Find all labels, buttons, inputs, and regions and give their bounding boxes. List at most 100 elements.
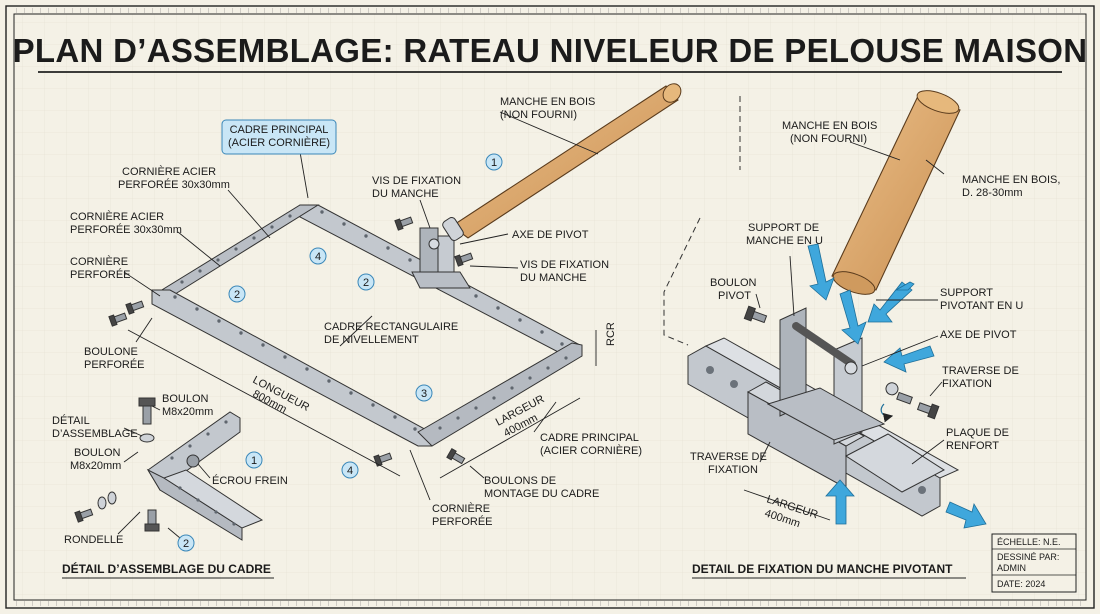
callout-2-left: 2 — [234, 289, 240, 301]
manche-bois-line-2: (NON FOURNI) — [500, 109, 577, 121]
drawing-title: PLAN D’ASSEMBLAGE: RATEAU NIVELEUR DE PE… — [13, 32, 1088, 69]
bracket-base — [411, 271, 471, 289]
frame-joint-detail — [74, 397, 264, 541]
vis-fixation-mid-line-2: DU MANCHE — [520, 272, 587, 284]
frame-bolts — [108, 216, 474, 467]
corniere-2-line-2: PERFORÉE 30x30mm — [70, 223, 182, 236]
title-block-dessine-par: DESSINÉ PAR: — [997, 552, 1059, 562]
u-support-base — [766, 387, 886, 441]
callout-1-detail: 1 — [251, 455, 257, 467]
detail-assemblage-line-1: DÉTAIL — [52, 414, 90, 427]
cadre-principal-callout-line-1: CADRE PRINCIPAL — [230, 124, 329, 136]
corniere-perforee-left-line-1: CORNIÈRE — [70, 255, 128, 268]
manche-bois-diam-line-1: MANCHE EN BOIS, — [962, 174, 1060, 186]
title-block: ÉCHELLE: N.E. DESSINÉ PAR: ADMIN DATE: 2… — [991, 533, 1077, 593]
detail-largeur-dimension — [743, 489, 831, 521]
axe-pivot-main: AXE DE PIVOT — [512, 229, 589, 241]
boulons-montage-line-2: MONTAGE DU CADRE — [484, 488, 599, 500]
main-labels: MANCHE EN BOIS (NON FOURNI) CORNIÈRE ACI… — [70, 96, 642, 528]
handle-clamp — [442, 216, 464, 242]
detail-boundary-left — [663, 217, 701, 346]
longueur-dimension — [127, 329, 401, 477]
manche-bois-diam-line-2: D. 28-30mm — [962, 187, 1023, 199]
boulon-1-line-2: M8x20mm — [162, 406, 213, 418]
cadre-principal-right-line-1: CADRE PRINCIPAL — [540, 432, 639, 444]
rotation-arrow — [880, 403, 894, 423]
traverse-right-line-1: TRAVERSE DE — [942, 365, 1019, 377]
cadre-principal-callout — [221, 119, 337, 155]
cadre-principal-right-line-2: (ACIER CORNIÈRE) — [540, 444, 642, 457]
vis-fixation-top-line-2: DU MANCHE — [372, 188, 439, 200]
callout-3: 3 — [421, 388, 427, 400]
outer-border — [5, 5, 1095, 609]
corniere-1-line-1: CORNIÈRE ACIER — [122, 165, 216, 178]
rondelle: RONDELLE — [64, 534, 123, 546]
ruler-bottom — [14, 601, 1086, 606]
title-block-date: DATE: 2024 — [997, 579, 1045, 589]
pivot-pin — [428, 238, 440, 250]
detail-assemblage-line-2: D’ASSEMBLAGE — [52, 428, 138, 440]
manche-bois-detail-line-2: (NON FOURNI) — [790, 133, 867, 145]
pivot-detail — [687, 90, 961, 517]
reinforcement-plate — [845, 433, 945, 493]
handle-end — [662, 83, 682, 103]
support-pivotant-line-2: PIVOTANT EN U — [940, 300, 1023, 312]
detail-manche-caption: DETAIL DE FIXATION DU MANCHE PIVOTANT — [692, 562, 953, 576]
manche-bois-detail-line-1: MANCHE EN BOIS — [782, 120, 877, 132]
callout-4-top: 4 — [315, 251, 321, 263]
detail-left-labels: BOULON M8x20mm DÉTAIL D’ASSEMBLAGE BOULO… — [52, 393, 288, 579]
boulon-pivot-line-1: BOULON — [710, 277, 757, 289]
u-bracket-left — [419, 227, 439, 277]
title-block-echelle: ÉCHELLE: N.E. — [997, 537, 1061, 547]
support-pivotant-line-1: SUPPORT — [940, 287, 993, 299]
title-block-auteur: ADMIN — [997, 563, 1026, 573]
callout-2-detail: 2 — [183, 538, 189, 550]
callout-1: 1 — [491, 157, 497, 169]
boulon-2-line-2: M8x20mm — [70, 460, 121, 472]
vis-fixation-mid-line-1: VIS DE FIXATION — [520, 259, 609, 271]
boulon-pivot-line-2: PIVOT — [718, 290, 751, 302]
traverse-left-line-1: TRAVERSE DE — [690, 451, 767, 463]
corniere-1-line-2: PERFORÉE 30x30mm — [118, 178, 230, 191]
manche-bois-line-1: MANCHE EN BOIS — [500, 96, 595, 108]
corniere-2-line-1: CORNIÈRE ACIER — [70, 210, 164, 223]
corniere-perforee-left-line-2: PERFORÉE — [70, 268, 131, 281]
cadre-rect-line-2: DE NIVELLEMENT — [324, 334, 419, 346]
inner-border — [13, 13, 1087, 601]
detail-handle-base — [832, 271, 876, 295]
boulon-2-line-1: BOULON — [74, 447, 121, 459]
support-u-line-2: MANCHE EN U — [746, 235, 823, 247]
traverse-right-line-2: FIXATION — [942, 378, 992, 390]
rcr-label: RCR — [605, 322, 617, 346]
boulone-perforee-line-2: PERFORÉE — [84, 358, 145, 371]
traverse-left-line-2: FIXATION — [708, 464, 758, 476]
detail-handle-end — [916, 90, 960, 114]
plaque-renfort-line-2: RENFORT — [946, 440, 999, 452]
plaque-renfort-line-1: PLAQUE DE — [946, 427, 1009, 439]
corniere-perforee-bottom-line-1: CORNIÈRE — [432, 502, 490, 515]
vis-fixation-top-line-1: VIS DE FIXATION — [372, 175, 461, 187]
detail-right-leaders — [755, 141, 945, 465]
boulons-montage-line-1: BOULONS DE — [484, 475, 556, 487]
callout-2-center: 2 — [363, 277, 369, 289]
right-rail — [417, 342, 583, 447]
ruler-top — [14, 8, 1086, 13]
boulon-1-line-1: BOULON — [162, 393, 209, 405]
callout-4-bottom: 4 — [347, 465, 353, 477]
largeur-dimension — [439, 397, 581, 479]
axe-pivot-detail: AXE DE PIVOT — [940, 329, 1017, 341]
corniere-perforee-bottom-line-2: PERFORÉE — [432, 515, 493, 528]
detail-cadre-caption: DÉTAIL D’ASSEMBLAGE DU CADRE — [62, 561, 271, 576]
cadre-rect-line-1: CADRE RECTANGULAIRE — [324, 321, 458, 333]
axle-end — [844, 361, 858, 375]
main-leaders — [123, 111, 599, 501]
ecrou-frein: ÉCROU FREIN — [212, 474, 288, 487]
main-callouts: 1 2 4 2 3 4 — [228, 153, 503, 479]
detail-left-leaders — [117, 405, 211, 539]
pivot-axle — [792, 322, 856, 368]
support-u-line-1: SUPPORT DE — [748, 222, 819, 234]
handle-assembly — [411, 83, 682, 289]
detail-right-labels: MANCHE EN BOIS (NON FOURNI) MANCHE EN BO… — [690, 120, 1060, 579]
